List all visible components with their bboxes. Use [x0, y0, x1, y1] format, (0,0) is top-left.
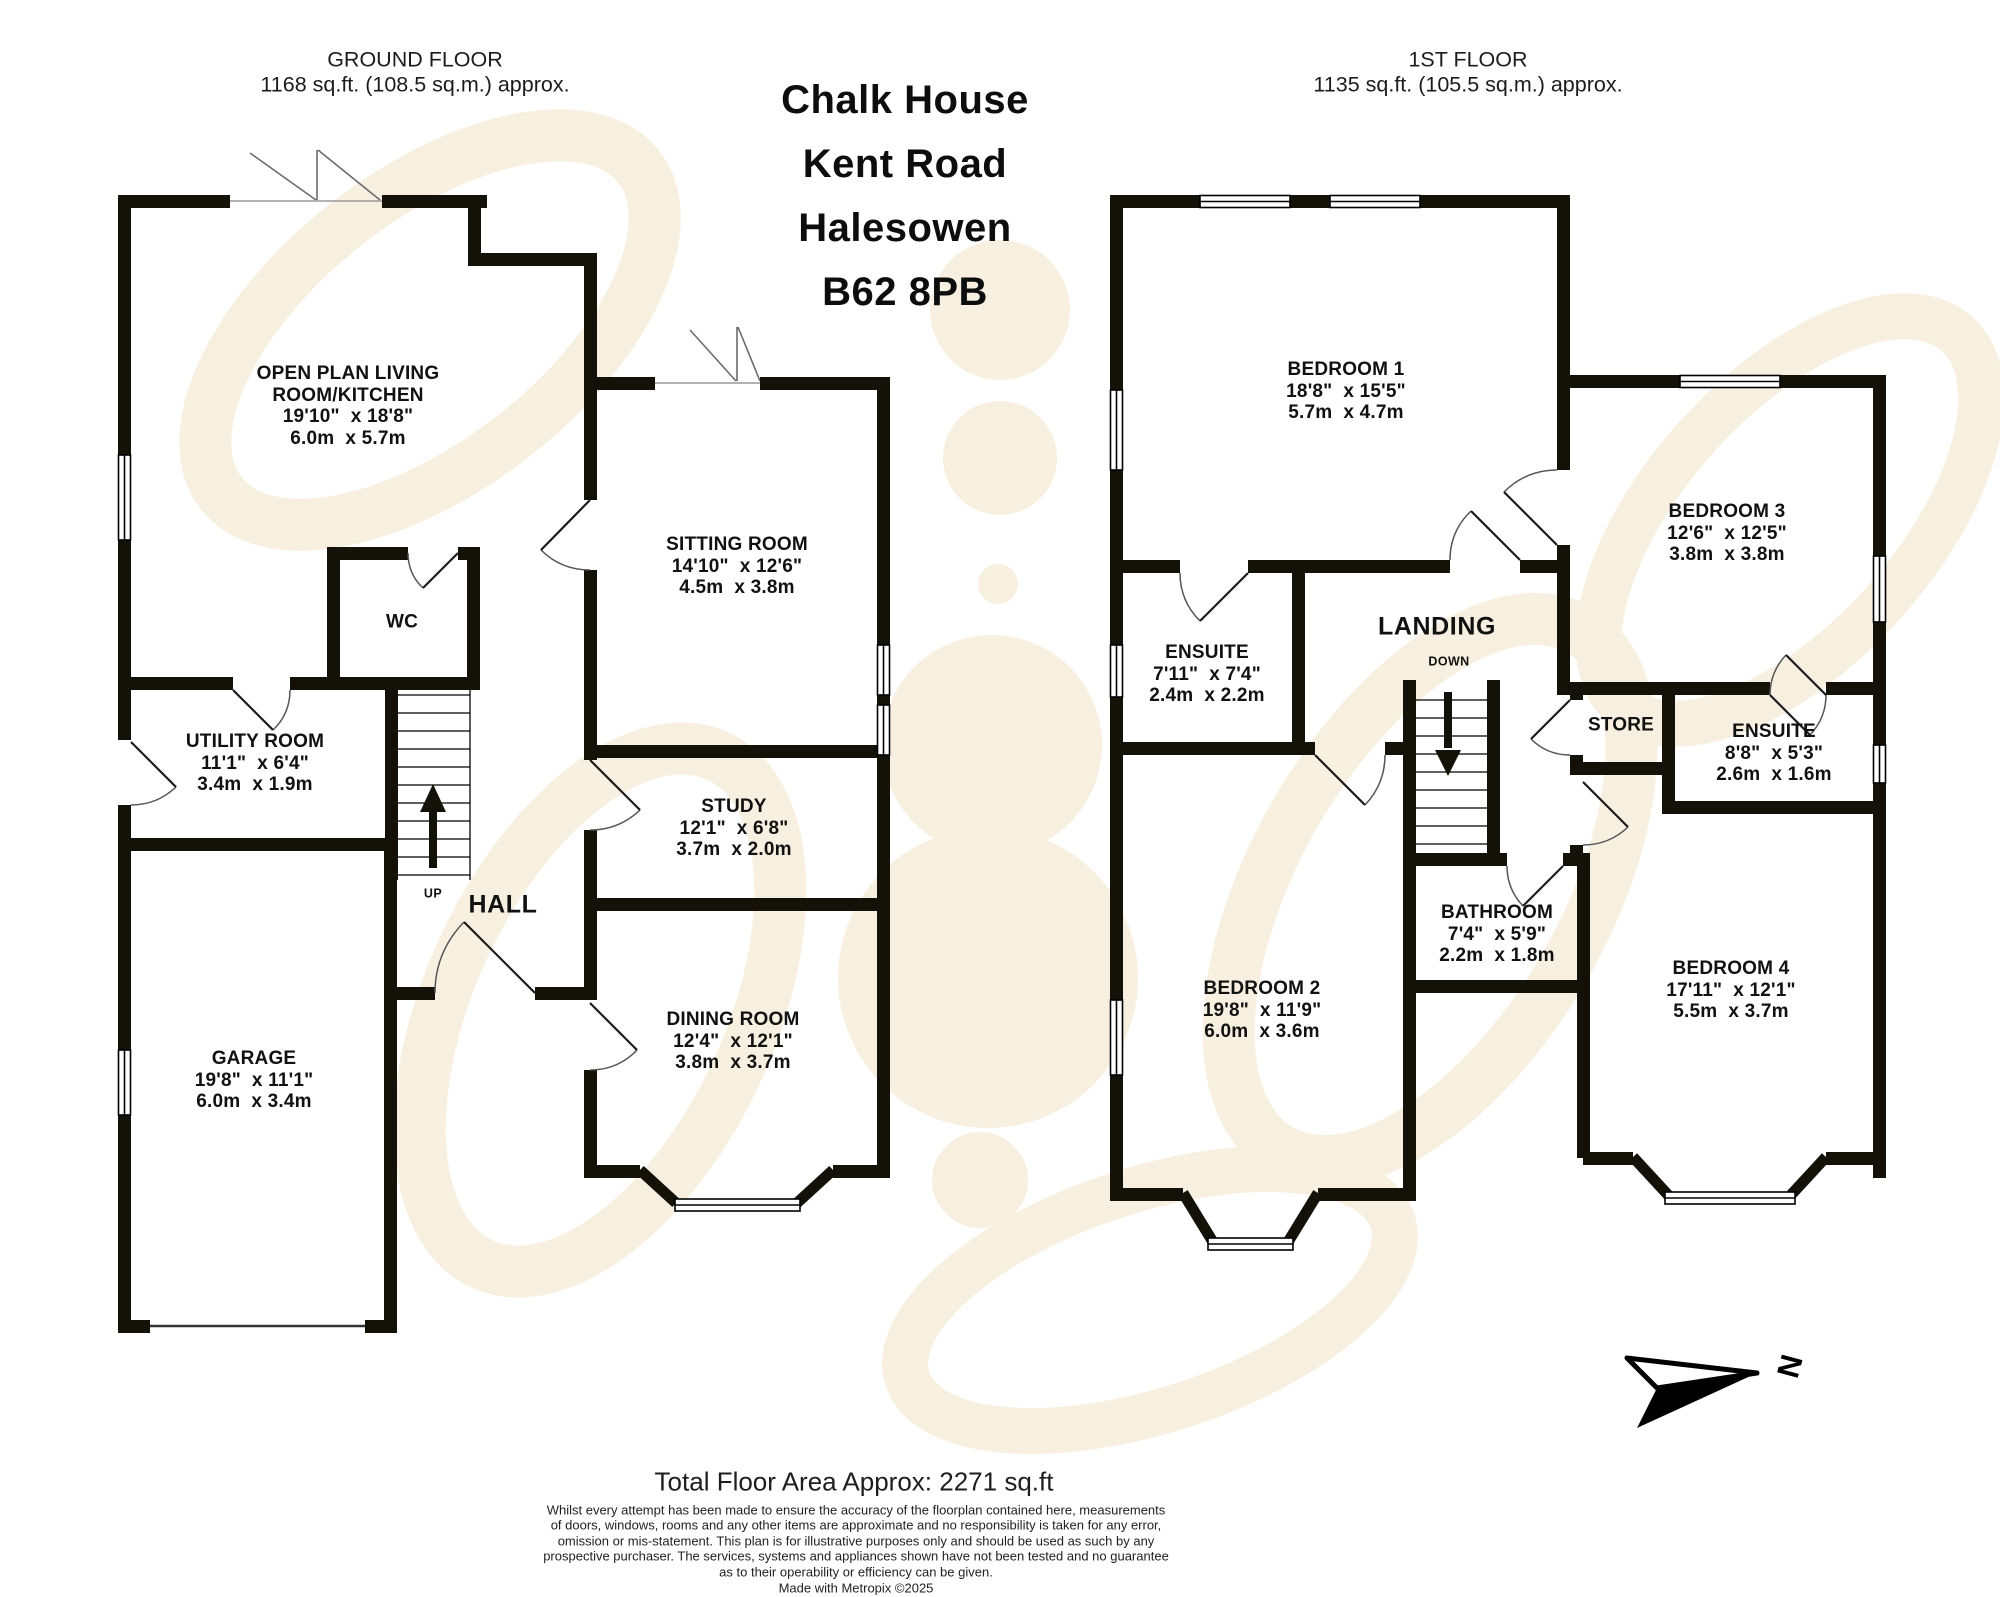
room-label-sitting-room: SITTING ROOM 14'10" x 12'6" 4.5m x 3.8m [666, 533, 808, 598]
walls-ground-floor [118, 195, 890, 1333]
stairs-down-arrow-icon [1435, 692, 1461, 776]
room-label-bedroom-3: BEDROOM 3 12'6" x 12'5" 3.8m x 3.8m [1667, 500, 1787, 565]
credit-text: Made with Metropix ©2025 [778, 1580, 934, 1596]
stairs-up-arrow-icon [420, 784, 446, 868]
stairs-up-label: UP [423, 886, 443, 901]
bay-window-walls [636, 1153, 1831, 1245]
total-floor-area: Total Floor Area Approx: 2271 sq.ft [654, 1466, 1054, 1497]
disclaimer-text: Whilst every attempt has been made to en… [543, 1502, 1169, 1580]
north-arrow-icon [1624, 1355, 1760, 1428]
door-arcs [130, 469, 1827, 1071]
room-label-bedroom-4: BEDROOM 4 17'11" x 12'1" 5.5m x 3.7m [1666, 957, 1796, 1022]
room-label-bedroom-2: BEDROOM 2 19'8" x 11'9" 6.0m x 3.6m [1202, 977, 1322, 1042]
room-label-bathroom: BATHROOM 7'4" x 5'9" 2.2m x 1.8m [1439, 901, 1555, 966]
door-leaves [130, 491, 1827, 1051]
room-label-ensuite-1: ENSUITE 7'11" x 7'4" 2.4m x 2.2m [1149, 641, 1265, 706]
room-label-landing: LANDING [1377, 612, 1497, 641]
room-label-wc: WC [385, 611, 419, 633]
stairs-down-label: DOWN [1428, 654, 1470, 669]
room-label-store: STORE [1587, 714, 1655, 736]
property-address: Chalk House Kent Road Halesowen B62 8PB [781, 78, 1029, 314]
room-label-dining-room: DINING ROOM 12'4" x 12'1" 3.8m x 3.7m [666, 1008, 800, 1073]
room-label-utility-room: UTILITY ROOM 11'1" x 6'4" 3.4m x 1.9m [185, 730, 325, 795]
first-floor-header: 1ST FLOOR 1135 sq.ft. (105.5 sq.m.) appr… [1313, 47, 1623, 97]
room-label-study: STUDY 12'1" x 6'8" 3.7m x 2.0m [676, 795, 792, 860]
room-label-garage: GARAGE 19'8" x 11'1" 6.0m x 3.4m [194, 1047, 314, 1112]
ground-floor-header: GROUND FLOOR 1168 sq.ft. (108.5 sq.m.) a… [260, 47, 570, 97]
windows [117, 194, 1887, 1251]
walls-first-floor [1110, 195, 1886, 1201]
canopy-marks [150, 149, 761, 1328]
room-label-open-plan-living: OPEN PLAN LIVING ROOM/KITCHEN 19'10" x 1… [256, 363, 440, 449]
room-label-bedroom-1: BEDROOM 1 18'8" x 15'5" 5.7m x 4.7m [1286, 358, 1406, 423]
room-label-hall: HALL [468, 890, 538, 919]
room-label-ensuite-2: ENSUITE 8'8" x 5'3" 2.6m x 1.6m [1716, 720, 1832, 785]
